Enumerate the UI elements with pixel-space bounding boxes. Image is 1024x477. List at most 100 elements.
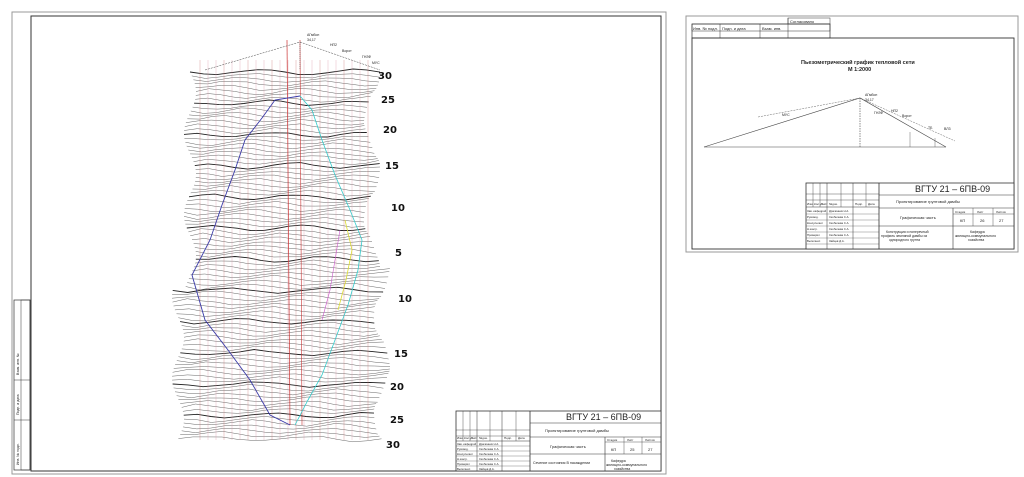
contour-label-top-5: 5 [395,248,402,259]
contour-line [195,174,380,181]
contour-line [194,162,380,170]
stamp2-name-0: Драчинник Н.А. [829,209,849,213]
contour-line [186,142,373,150]
stamp1-stage-hdr-1: Лист [627,438,634,442]
stamp1-name-2: Скобелева С.А. [479,452,500,456]
contour-line [173,303,376,310]
contour-line [185,221,365,228]
contour-label-top-30: 30 [378,71,392,82]
stamp2-hdr-3: №док. [829,202,838,206]
contour-line [172,286,384,294]
profile-top-labels: АГмбон 34,17 НП2 Ворот ГНЗФ МУС [307,33,380,65]
contour-line [172,290,382,298]
top-tab: Инв. № подл. Подп. и дата Взам. инв. Сог… [691,17,831,39]
stamp2-hdr-5: Дата [868,202,875,206]
stamp1-role-3: Н.контр. [457,457,468,461]
contour-line [171,294,380,302]
side-stamp-label-3: Инв. № подл. [16,443,20,465]
side-stamp-label-1: Взам. инв. № [16,353,20,375]
contour-line [184,217,365,223]
contour-line [191,73,380,79]
contour-line [182,408,375,414]
contour-line [186,224,366,232]
p2-label-5: МУС [782,113,790,117]
contour-line [195,256,379,263]
stamp2-hdr-0: Изм. [807,202,814,206]
contour-line [195,251,378,258]
stamp1-hdr-3: №док. [479,436,488,440]
contour-label-bottom-15: 15 [394,349,408,360]
contour-line [184,206,366,212]
stamp1-sheet-title: Сечение состояния В насаждении [533,461,590,465]
contour-line [172,368,390,376]
stamp1-stage-val-0: КП [611,447,616,452]
contour-line [180,349,388,357]
contour-line [183,213,365,220]
contour-line [184,136,369,141]
stamp2-role-2: Консультант [807,221,824,225]
contour-line [184,127,366,135]
contour-label-bottom-25: 25 [390,415,404,426]
sheet-1-frame [30,15,662,472]
stamp2-stage-val-2: 27 [999,218,1004,223]
dam-footprint-left [191,95,301,426]
contour-line [183,338,382,345]
stamp1-role-1: Руковод. [457,447,469,451]
contour-line [178,396,378,403]
water-line [337,219,353,311]
title-block-2: Изм. Кол.уч Лист №док. Подп. Дата Зав. к… [805,182,1015,250]
contour-line [190,107,366,114]
contour-line [176,310,375,317]
contour-line [192,104,368,110]
contour-line [183,419,376,427]
stamp2-role-4: Проверил [807,233,820,237]
contour-line [191,236,371,243]
contour-line [175,361,391,368]
sheet-1-outer-border [11,11,667,475]
contour-line [185,119,365,126]
profile-label-6: МУС [372,61,380,65]
contour-line [176,392,380,399]
stamp1-name-1: Скобелева С.А. [479,447,500,451]
contour-label-top-15: 15 [385,161,399,172]
stamp1-hdr-2: Лист [471,436,478,440]
contour-line [181,428,378,435]
contour-line [193,182,377,188]
slope-line [321,229,341,321]
stamp1-code: ВГТУ 21 – 6ПВ-09 [566,412,641,422]
stamp2-hdr-2: Лист [821,202,828,206]
stamp1-org: Кафедра жилищно-коммунального хозяйства [606,459,648,471]
stamp2-name-2: Скобелева С.А. [829,221,850,225]
p2-label-7: ВЛ3 [944,127,951,131]
contour-line [193,159,379,165]
profile-label-2: 34,17 [307,38,316,42]
stamp2-name-1: Скобелева С.А. [829,215,850,219]
piezometric-profile [703,97,956,148]
contour-line [178,314,375,322]
sheet2-title: Пьезометрический график тепловой сети [801,59,915,66]
stamp1-hdr-1: Кол.уч [464,436,473,440]
contour-line [183,132,367,138]
contour-line [184,209,365,216]
contour-line [181,403,375,411]
contour-line [187,115,365,122]
contour-line [173,384,384,392]
stamp1-hdr-5: Дата [518,436,525,440]
contour-label-bottom-20: 20 [390,382,404,393]
stamp2-role-3: Н.контр. [807,227,818,231]
contour-line [180,400,377,407]
stamp2-name-4: Скобелева С.А. [829,233,850,237]
contour-line [195,95,371,103]
contour-line [193,263,381,271]
dam-axis-line [286,39,291,426]
profile-label-1: АГмбон [307,33,319,37]
stamp2-role-0: Зав. кафедрой [807,209,827,213]
contour-label-top-20: 20 [383,125,397,136]
side-stamp-label-2: Подп. и дата [16,394,20,415]
stamp2-stage-hdr-1: Лист [977,210,984,214]
dam-footprint-right [294,95,363,426]
stamp2-name-5: Зайцев Д.А. [829,239,845,243]
contour-line [182,341,384,349]
contour-line [185,138,371,146]
